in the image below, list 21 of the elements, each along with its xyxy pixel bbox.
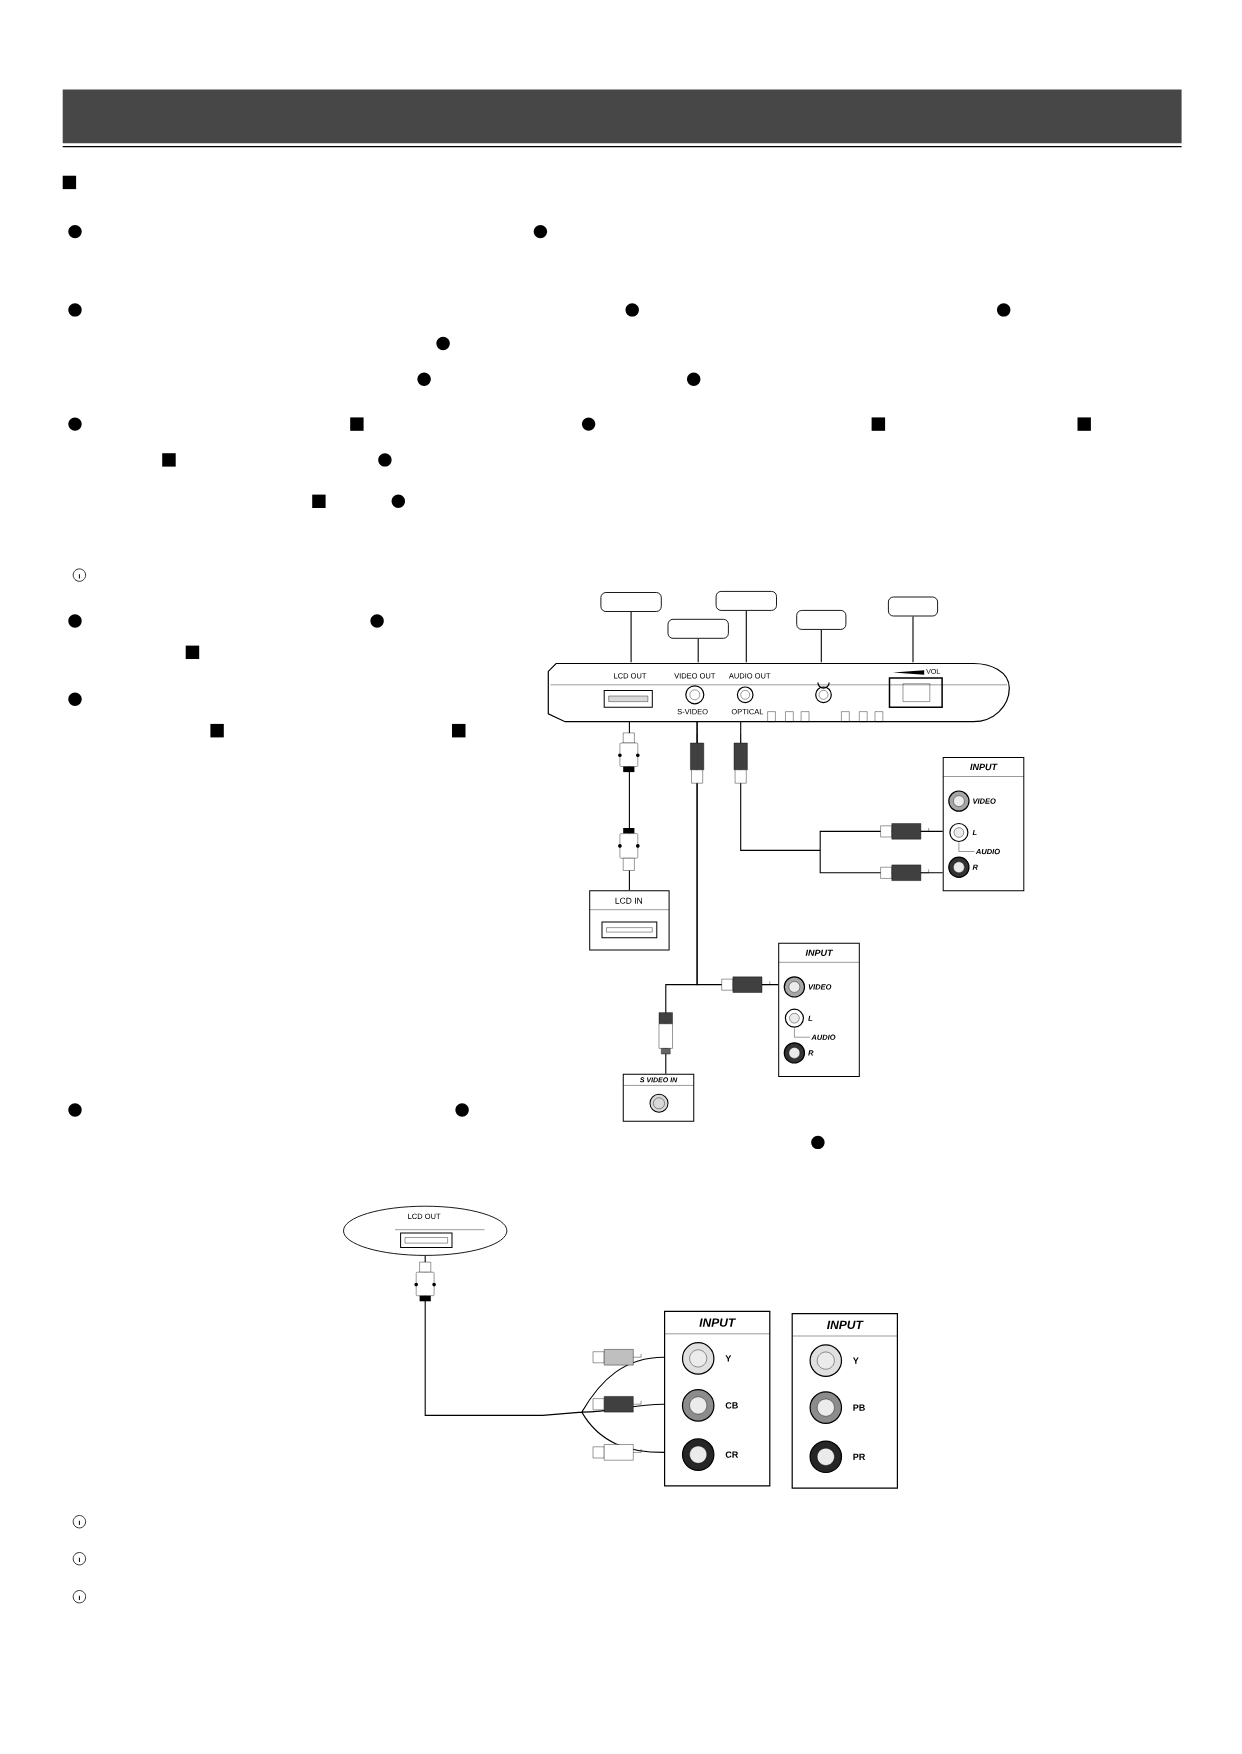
jack-label: CR [725,1451,739,1458]
leader-line [697,638,699,663]
panel-title: INPUT [970,763,998,771]
callout-box [887,596,939,617]
socket-label: LCD IN [615,897,643,904]
leader-line [820,629,822,663]
jack-label: Y [725,1355,732,1362]
leader-line [745,610,747,663]
panel-title: INPUT [805,949,834,956]
jack-label: PR [853,1453,866,1460]
panel-title: INPUT [699,1318,737,1327]
callout-box [600,592,662,612]
callout-box [715,590,777,611]
callout-box [796,609,847,630]
panel-title: INPUT [827,1320,864,1329]
leader-line [912,615,914,663]
jack-label: Y [852,1357,859,1364]
callout-box [667,618,729,639]
jack-label: PB [853,1404,865,1411]
jack-label: CB [725,1402,738,1409]
leader-line [630,611,632,663]
